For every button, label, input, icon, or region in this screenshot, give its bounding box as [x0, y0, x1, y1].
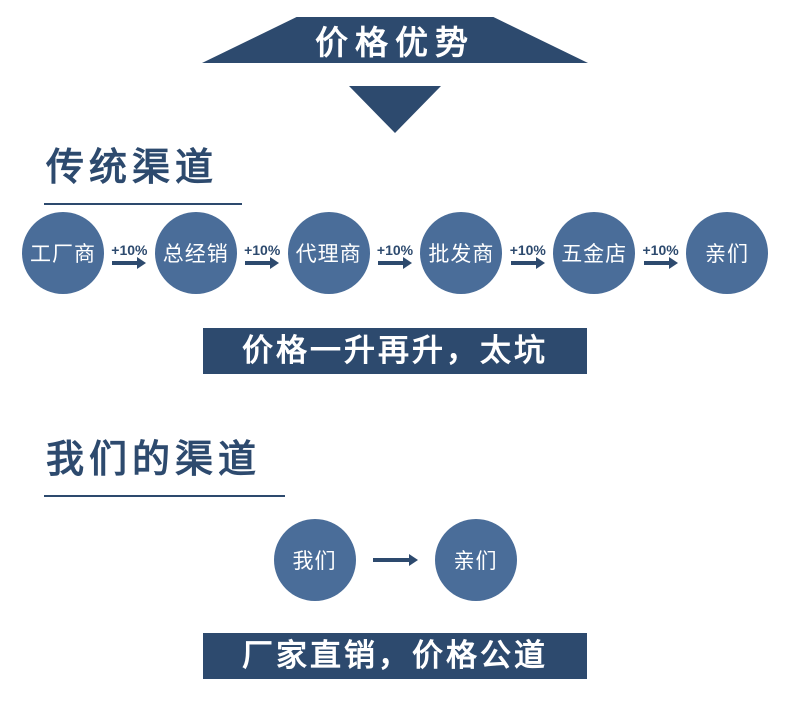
traditional-channel-heading: 传统渠道: [44, 136, 243, 205]
markup-label: +10%: [376, 241, 414, 258]
flow-connector: +10%: [510, 242, 546, 265]
traditional-flow: 工厂商 +10% 总经销 +10% 代理商 +10% 批发商 +10% 五金店: [22, 212, 768, 294]
agent-node: 代理商: [287, 212, 370, 294]
traditional-caption-bar: 价格一升再升，太坑: [203, 328, 587, 374]
right-arrow-icon: [377, 260, 403, 265]
right-arrow-icon: [643, 260, 669, 265]
node-label: 代理商: [295, 243, 362, 266]
node-label: 亲们: [453, 550, 498, 573]
us-node: 我们: [273, 519, 356, 601]
ours-caption-bar: 厂家直销，价格公道: [203, 633, 587, 679]
general-distributor-node: 总经销: [154, 212, 237, 294]
our-channel-heading: 我们的渠道: [44, 428, 286, 497]
node-label: 亲们: [704, 243, 749, 266]
node-label: 五金店: [561, 243, 628, 266]
node-label: 工厂商: [30, 243, 96, 266]
right-arrow-icon: [245, 260, 271, 265]
our-flow: 我们 亲们: [0, 519, 790, 601]
node-label: 批发商: [428, 243, 495, 266]
right-arrow-icon: [510, 260, 536, 265]
banner-title: 价格优势: [315, 24, 475, 61]
node-label: 我们: [292, 550, 337, 573]
flow-connector: +10%: [642, 241, 679, 265]
right-arrow-icon: [112, 260, 138, 265]
flow-connector: +10%: [111, 241, 148, 265]
markup-label: +10%: [642, 241, 679, 258]
flow-connector: +10%: [377, 242, 413, 265]
customers-node: 亲们: [434, 519, 517, 601]
node-label: 总经销: [162, 243, 229, 266]
flow-connector: +10%: [244, 242, 280, 265]
markup-label: +10%: [244, 241, 281, 258]
hardware-store-node: 五金店: [553, 212, 636, 294]
right-arrow-icon: [372, 558, 409, 562]
wholesaler-node: 批发商: [420, 212, 503, 294]
price-advantage-banner: 价格优势: [202, 17, 588, 63]
down-arrow-icon: [349, 86, 441, 133]
factory-node: 工厂商: [22, 212, 104, 294]
markup-label: +10%: [111, 241, 148, 258]
markup-label: +10%: [509, 241, 546, 258]
customers-node: 亲们: [685, 212, 768, 294]
flow-connector: [372, 558, 418, 562]
